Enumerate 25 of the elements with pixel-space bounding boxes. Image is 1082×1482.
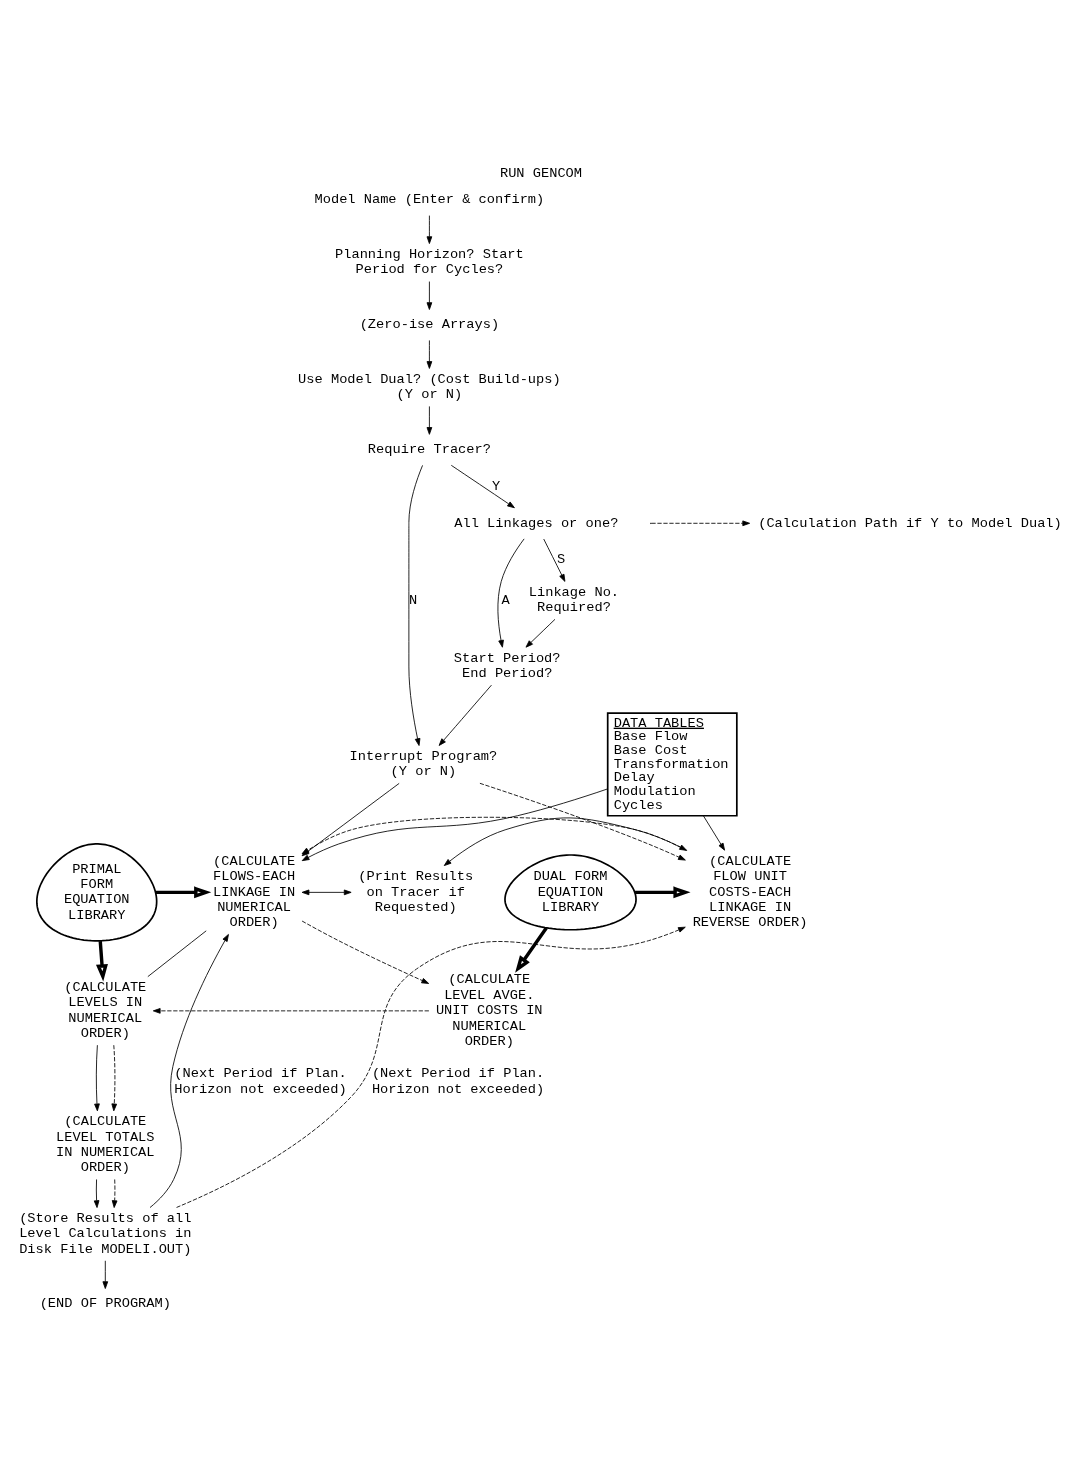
node-text: (CALCULATE LEVEL AVGE. UNIT COSTS IN NUMERICAL ORDER) [435, 972, 543, 1049]
legend-label: (Calculation Path if Y to Model Dual) [758, 515, 1062, 531]
node-text: Require Tracer? [367, 442, 491, 457]
node-text: (Print Results on Tracer if Requested) [358, 869, 474, 915]
node-text: (CALCULATE LEVEL TOTALS IN NUMERICAL ORDER) [56, 1114, 155, 1176]
edge-label: N [409, 592, 418, 608]
node-text: Start Period? End Period? [453, 650, 561, 682]
diagram-title: RUN GENCOM [499, 165, 583, 181]
node-text: (END OF PROGRAM) [39, 1296, 171, 1312]
node-text: (Store Results of all Level Calculations in Disk File MODELI.OUT) [19, 1210, 192, 1257]
node-text: Planning Horizon? Start Period for Cycles? [335, 247, 524, 278]
edge-label: (Next Period if Plan. Horizon not exceeded) [174, 1066, 347, 1097]
edge-label: A [501, 592, 510, 608]
edge-label: Y [492, 478, 501, 494]
node-text: (Zero-ise Arrays) [359, 317, 500, 333]
node-text: All Linkages or one? [454, 515, 619, 531]
node-text: Linkage No. Required? [528, 584, 620, 616]
node-text: Use Model Dual? (Cost Build-ups) (Y or N) [298, 371, 561, 403]
node-text: Interrupt Program? (Y or N) [349, 748, 498, 780]
edge-label: S [556, 552, 566, 568]
node-text: Model Name (Enter & confirm) [314, 192, 545, 208]
node-text: (CALCULATE LEVELS IN NUMERICAL ORDER) [64, 980, 147, 1042]
node-text: (CALCULATE FLOWS-EACH LINKAGE IN NUMERICAL ORDER) [213, 853, 296, 931]
node-text: (CALCULATE FLOW UNIT COSTS-EACH LINKAGE IN REVERSE ORDER) [692, 853, 808, 931]
edge-label: (Next Period if Plan. Horizon not exceeded) [371, 1066, 545, 1097]
